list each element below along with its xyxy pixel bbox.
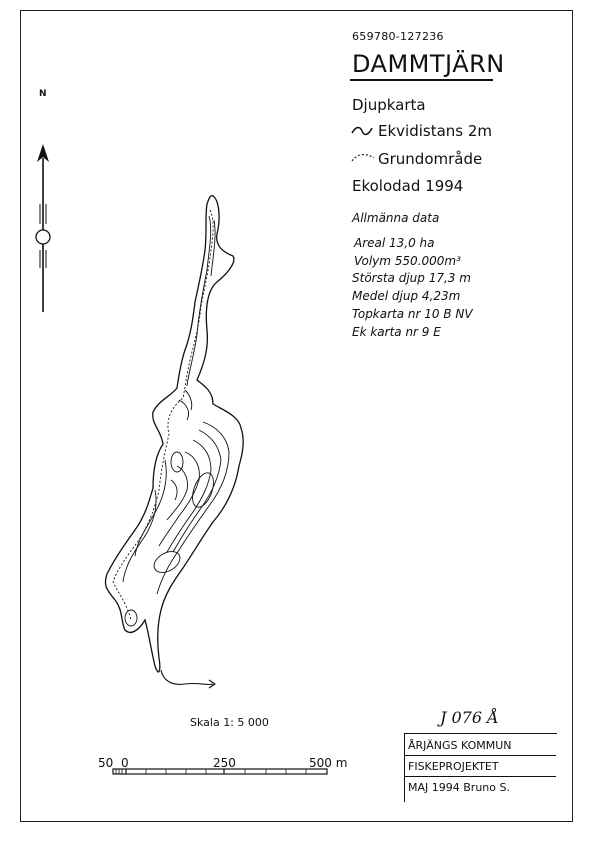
- topo-map-text: Topkarta nr 10 B NV: [352, 307, 473, 321]
- mean-depth-text: Medel djup 4,23m: [352, 289, 461, 303]
- lake-depth-map: [104, 194, 244, 689]
- volume-text: Volym 550.000m³: [354, 254, 461, 268]
- map-title: DAMMTJÄRN: [352, 50, 505, 78]
- title-block: [404, 733, 557, 802]
- title-underline: [350, 79, 493, 81]
- date-author-text: MAJ 1994 Bruno S.: [408, 781, 510, 794]
- north-arrow-icon: [35, 144, 51, 312]
- area-text: Areal 13,0 ha: [354, 236, 435, 250]
- project-text: FISKEPROJEKTET: [408, 760, 499, 773]
- map-subtitle: Djupkarta: [352, 96, 426, 114]
- depth-contours: [122, 215, 230, 627]
- handwritten-reference: J 076 Å: [440, 708, 499, 727]
- legend-survey-label: Ekolodad 1994: [352, 177, 464, 195]
- scale-tick-250: 250: [213, 756, 236, 770]
- eco-map-text: Ek karta nr 9 E: [352, 325, 441, 339]
- shallow-area-outline: [112, 209, 214, 621]
- legend-contour-label: Ekvidistans 2m: [378, 122, 493, 140]
- max-depth-text: Största djup 17,3 m: [352, 271, 471, 285]
- contour-legend-icon: [351, 126, 373, 136]
- municipality-text: ÅRJÄNGS KOMMUN: [408, 739, 512, 752]
- title-block-rule: [404, 755, 556, 757]
- outlet-stream: [160, 669, 214, 686]
- map-id: 659780-127236: [352, 30, 444, 43]
- lake-shoreline: [104, 194, 244, 673]
- shallow-area-legend-icon: [351, 154, 375, 162]
- scale-label: Skala 1: 5 000: [190, 716, 269, 729]
- legend-shallow-label: Grundområde: [378, 150, 483, 168]
- title-block-rule: [404, 776, 556, 778]
- scale-tick-500: 500 m: [309, 756, 348, 770]
- scale-bar: [112, 768, 328, 775]
- scale-tick-0: 0: [121, 756, 129, 770]
- map-frame: [20, 10, 573, 822]
- scale-tick-50: 50: [98, 756, 114, 770]
- general-data-heading: Allmänna data: [352, 211, 440, 225]
